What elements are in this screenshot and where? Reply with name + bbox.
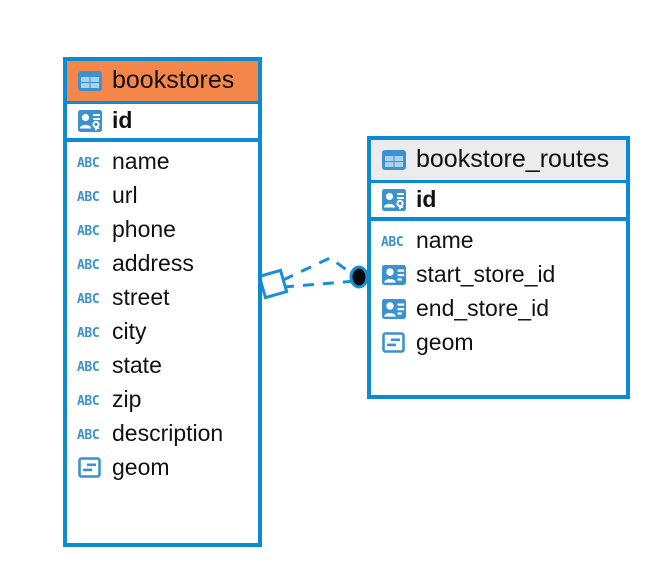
field-label: start_store_id xyxy=(416,261,556,288)
filled-circle-marker xyxy=(349,265,369,289)
abc-text-icon: ABC xyxy=(77,156,100,169)
field-label: city xyxy=(112,318,147,345)
field-row-id[interactable]: id xyxy=(371,183,626,217)
entity-table-bookstore-routes[interactable]: bookstore_routes id ABC xyxy=(367,136,630,399)
field-label: geom xyxy=(112,454,170,481)
field-label: name xyxy=(112,148,170,175)
field-label: zip xyxy=(112,386,142,413)
field-row-end-store-id[interactable]: end_store_id xyxy=(371,292,626,326)
entity-title: bookstores xyxy=(112,66,235,94)
abc-text-icon: ABC xyxy=(77,360,100,373)
geometry-blob-icon xyxy=(78,457,101,478)
entity-header-bookstore-routes[interactable]: bookstore_routes xyxy=(371,140,626,183)
svg-text:ABC: ABC xyxy=(77,428,99,441)
entity-header-bookstores[interactable]: bookstores xyxy=(67,61,258,104)
svg-text:ABC: ABC xyxy=(77,156,99,169)
field-row-zip[interactable]: ABC zip xyxy=(67,383,258,417)
primary-key-card-icon xyxy=(382,189,406,211)
field-row-geom[interactable]: geom xyxy=(371,326,626,360)
table-grid-icon xyxy=(382,149,406,170)
entity-table-bookstores[interactable]: bookstores id ABC xyxy=(63,57,262,547)
field-row-geom[interactable]: geom xyxy=(67,451,258,485)
relationship-line-lower xyxy=(282,279,357,289)
foreign-key-card-icon xyxy=(382,265,406,285)
field-label: phone xyxy=(112,216,176,243)
relationship-line-upper xyxy=(282,256,359,282)
field-row-city[interactable]: ABC city xyxy=(67,315,258,349)
abc-text-icon: ABC xyxy=(77,292,100,305)
field-label: description xyxy=(112,420,224,447)
abc-text-icon: ABC xyxy=(77,394,100,407)
svg-text:ABC: ABC xyxy=(77,292,99,305)
entity-title: bookstore_routes xyxy=(416,145,610,173)
abc-text-icon: ABC xyxy=(77,326,100,339)
field-row-state[interactable]: ABC state xyxy=(67,349,258,383)
field-row-phone[interactable]: ABC phone xyxy=(67,213,258,247)
field-row-street[interactable]: ABC street xyxy=(67,281,258,315)
svg-text:ABC: ABC xyxy=(381,235,403,248)
fields-block: ABC name ABC url ABC phone ABC ad xyxy=(67,142,258,489)
fields-block: ABC name start_store_id xyxy=(371,221,626,364)
svg-text:ABC: ABC xyxy=(77,360,99,373)
field-row-address[interactable]: ABC address xyxy=(67,247,258,281)
field-row-url[interactable]: ABC url xyxy=(67,179,258,213)
field-label: url xyxy=(112,182,138,209)
field-label: state xyxy=(112,352,162,379)
abc-text-icon: ABC xyxy=(77,224,100,237)
field-row-name[interactable]: ABC name xyxy=(67,145,258,179)
svg-text:ABC: ABC xyxy=(77,326,99,339)
foreign-key-card-icon xyxy=(382,299,406,319)
abc-text-icon: ABC xyxy=(77,428,100,441)
abc-text-icon: ABC xyxy=(381,235,404,248)
geometry-blob-icon xyxy=(382,332,405,353)
abc-text-icon: ABC xyxy=(77,190,100,203)
svg-text:ABC: ABC xyxy=(77,190,99,203)
field-label: name xyxy=(416,227,474,254)
primary-key-card-icon xyxy=(78,110,102,132)
primary-key-block: id xyxy=(67,104,258,142)
svg-text:ABC: ABC xyxy=(77,394,99,407)
primary-key-block: id xyxy=(371,183,626,221)
field-row-id[interactable]: id xyxy=(67,104,258,138)
svg-text:ABC: ABC xyxy=(77,224,99,237)
abc-text-icon: ABC xyxy=(77,258,100,271)
table-grid-icon xyxy=(78,70,102,91)
field-label: geom xyxy=(416,329,474,356)
field-label: street xyxy=(112,284,170,311)
field-row-description[interactable]: ABC description xyxy=(67,417,258,451)
field-row-start-store-id[interactable]: start_store_id xyxy=(371,258,626,292)
field-label: id xyxy=(416,186,437,213)
svg-text:ABC: ABC xyxy=(77,258,99,271)
field-label: address xyxy=(112,250,194,277)
diamond-outline-marker xyxy=(257,268,289,300)
field-label: end_store_id xyxy=(416,295,549,322)
field-label: id xyxy=(112,107,133,134)
field-row-name[interactable]: ABC name xyxy=(371,224,626,258)
